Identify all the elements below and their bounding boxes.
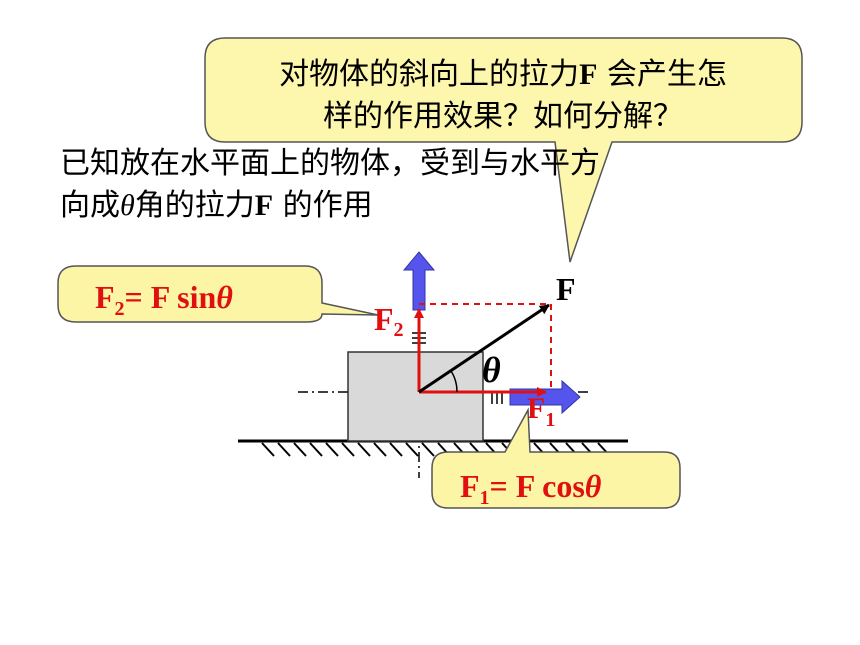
label-f2: F2 <box>374 301 404 341</box>
hatch-mark <box>357 442 371 457</box>
label-f: F <box>556 271 576 307</box>
label-theta: θ <box>482 350 501 390</box>
f2-formula: F2= F sinθ <box>95 279 233 320</box>
top-callout: 对物体的斜向上的拉力F 会产生怎 样的作用效果？如何分解？ <box>204 37 803 263</box>
hatch-mark <box>309 442 323 457</box>
top-callout-shape <box>204 37 803 263</box>
label-f1: F1 <box>527 392 555 431</box>
hatch-mark <box>389 442 403 457</box>
blue-arrow-up <box>402 251 436 311</box>
statement-line1: 已知放在水平面上的物体，受到与水平方 <box>60 146 600 181</box>
statement-line2: 向成θ角的拉力F 的作用 <box>60 188 373 223</box>
hatch-mark <box>293 442 307 457</box>
angle-arc <box>450 370 458 393</box>
blue-arrow-right <box>509 379 581 415</box>
hatch-mark <box>421 442 435 457</box>
block <box>347 351 484 442</box>
force-f-arrow <box>418 303 550 394</box>
f2-callout-shape <box>57 265 379 323</box>
f1-formula: F1= F cosθ <box>460 468 602 509</box>
f1-callout: F1= F cosθ <box>431 407 681 509</box>
f1-callout-shape <box>431 407 681 509</box>
top-callout-line2: 样的作用效果？如何分解？ <box>323 99 683 134</box>
hatch-mark <box>277 442 291 457</box>
hatch-mark <box>373 442 387 457</box>
hatch-mark <box>325 442 339 457</box>
hatch-mark <box>341 442 355 457</box>
hatch-mark <box>261 442 275 457</box>
hatch-mark <box>405 442 419 457</box>
top-callout-line1: 对物体的斜向上的拉力F 会产生怎 <box>279 57 727 92</box>
f2-callout: F2= F sinθ <box>57 265 379 323</box>
